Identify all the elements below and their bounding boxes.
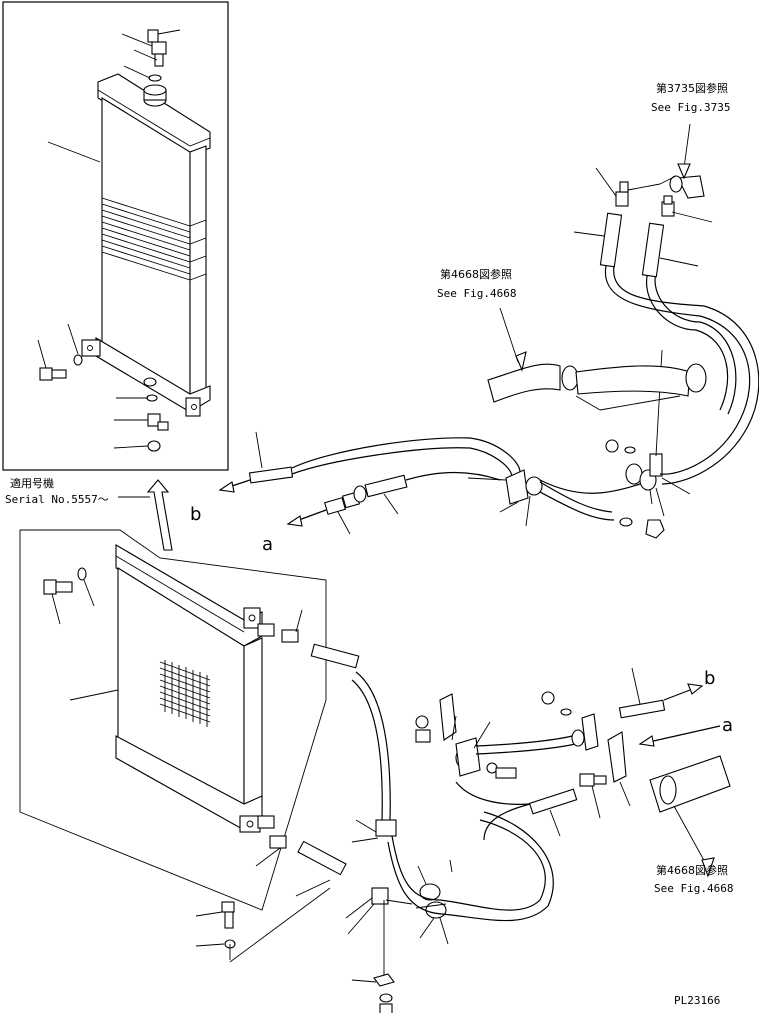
inset-bottom-fittings (113, 394, 169, 452)
drawing-number: PL23166 (674, 994, 720, 1007)
upper-right-nuts (605, 439, 665, 539)
letter-a-upper: a (262, 534, 273, 555)
upper-center-clamp (467, 469, 615, 527)
ref-mid-en: See Fig.4668 (437, 287, 516, 300)
upper-right-hoses (539, 123, 759, 494)
upper-a-hose (353, 471, 501, 515)
core-mesh (159, 660, 211, 727)
letter-b-upper: b (190, 504, 201, 525)
center-clamps (345, 811, 554, 945)
inset-box (2, 1, 229, 471)
arrow-a-lower (638, 725, 721, 747)
upper-hose (310, 643, 397, 843)
letter-b-lower: b (704, 668, 715, 689)
main-radiator (19, 529, 327, 911)
serial-label-en: Serial No.5557～ (5, 493, 109, 506)
upper-outlet-fitting (281, 609, 303, 643)
inset-radiator (81, 73, 211, 417)
letter-a-lower: a (722, 715, 733, 736)
hose-b-lower (618, 667, 704, 719)
serial-label-jp: 適用号機 (10, 476, 54, 490)
ref-top-en: See Fig.3735 (651, 101, 730, 114)
ref-bot-en: See Fig.4668 (654, 882, 733, 895)
lower-outlet-fitting (255, 835, 287, 867)
right-clamp-lower (541, 691, 631, 807)
ref-top-jp: 第3735図参照 (656, 81, 728, 95)
main-bolt (43, 567, 95, 625)
lower-right-fitting (483, 773, 607, 841)
mid-clamp-assembly (415, 693, 585, 805)
lower-ref-pipe (649, 755, 731, 878)
hose-b-upper (218, 431, 521, 493)
lower-bracket-stack (351, 900, 395, 1013)
ref-bot-jp: 第4668図参照 (656, 863, 728, 877)
upper-ref-elbow (487, 307, 707, 411)
arrow-a-upper (286, 491, 361, 535)
bottom-bolt (195, 887, 331, 963)
inset-top-fittings (121, 29, 181, 82)
inset-bolt (37, 323, 83, 381)
lower-hose (295, 840, 347, 897)
ref-mid-jp: 第4668図参照 (440, 267, 512, 281)
inset-pointer-arrow (146, 479, 173, 551)
